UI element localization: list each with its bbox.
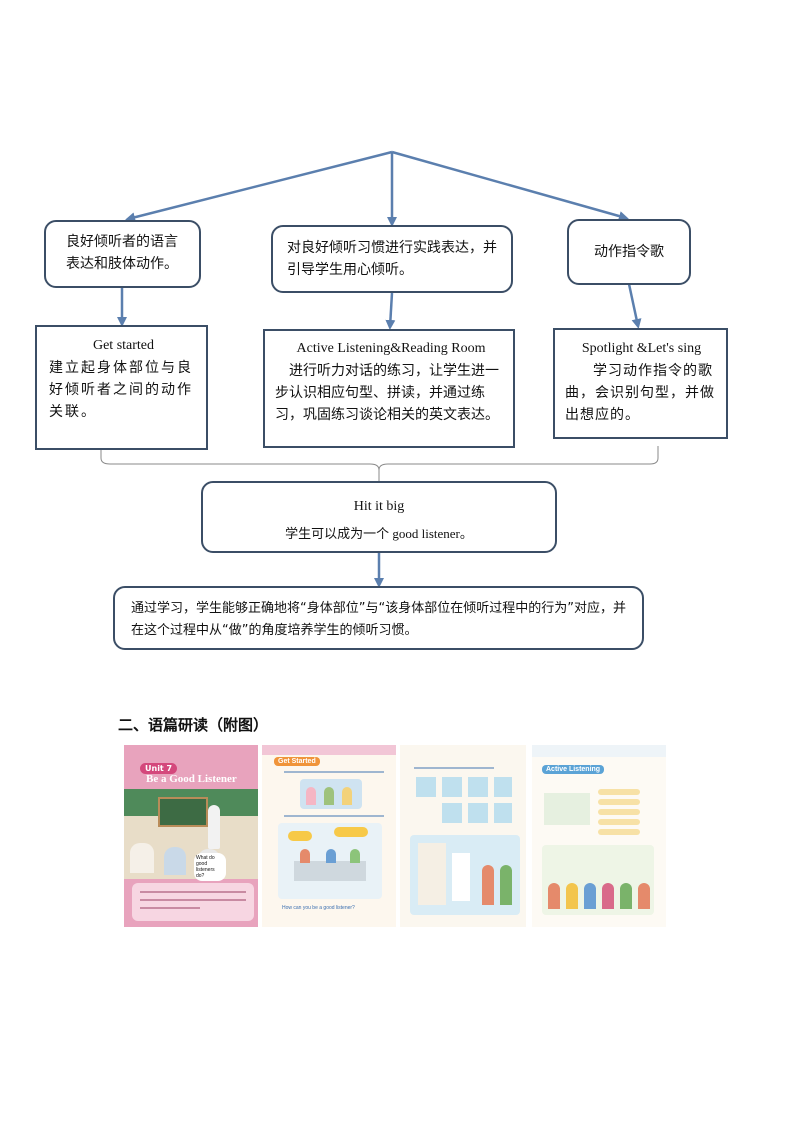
- box-title: Get started: [92, 338, 155, 353]
- box-text: 对良好倾听习惯进行实践表达，并引导学生用心倾听。: [287, 240, 497, 278]
- box-spotlight-sing: Spotlight &Let's sing 学习动作指令的歌曲，会识别句型，并做…: [553, 328, 728, 439]
- box-hit-it-big: Hit it big 学生可以成为一个 good listener。: [201, 481, 557, 553]
- box-action-song: 动作指令歌: [567, 219, 691, 285]
- box-title: Hit it big: [353, 499, 405, 514]
- box-body: 进行听力对话的练习，让学生进一步认识相应句型、拼读，并通过练习，巩固练习谈论相关…: [275, 363, 499, 423]
- box-title: Spotlight &Let's sing: [581, 341, 702, 356]
- classroom-scene: [278, 823, 382, 899]
- active-listening-banner: Active Listening: [542, 765, 605, 774]
- arrow-right-down: [627, 283, 642, 329]
- bracket: [100, 446, 659, 481]
- textbook-page-unit-cover: Unit 7 Be a Good Listener What do good l…: [124, 745, 258, 927]
- unit-badge: Unit 7: [140, 763, 178, 774]
- box-practice-expression: 对良好倾听习惯进行实践表达，并引导学生用心倾听。: [271, 225, 513, 293]
- textbook-page-get-started: Get Started How can you be a good listen…: [262, 745, 396, 927]
- box-text: 动作指令歌: [594, 244, 664, 260]
- box-text: 良好倾听者的语言表达和肢体动作。: [66, 234, 178, 272]
- box-summary: 通过学习，学生能够正确地将“身体部位”与“该身体部位在倾听过程中的行为”对应，并…: [113, 586, 644, 650]
- box-active-listening: Active Listening&Reading Room 进行听力对话的练习，…: [263, 329, 515, 448]
- unit-title: Be a Good Listener: [146, 773, 237, 785]
- box-body: 建立起身体部位与良好倾听者之间的动作关联。: [49, 360, 193, 420]
- get-started-banner: Get Started: [274, 757, 320, 766]
- box-good-listener-behavior: 良好倾听者的语言表达和肢体动作。: [44, 220, 201, 288]
- goals-panel: [132, 883, 254, 921]
- box-title: Active Listening&Reading Room: [296, 341, 486, 356]
- textbook-page-active-listening: Active Listening: [532, 745, 666, 927]
- textbook-page-listening-practice: [400, 745, 526, 927]
- box-body: 学习动作指令的歌曲，会识别句型，并做出想应的。: [565, 363, 715, 423]
- arrow-root-right: [391, 150, 629, 221]
- box-text: 通过学习，学生能够正确地将“身体部位”与“该身体部位在倾听过程中的行为”对应，并…: [131, 601, 626, 638]
- box-get-started: Get started 建立起身体部位与良好倾听者之间的动作关联。: [35, 325, 208, 450]
- question-line: How can you be a good listener?: [282, 905, 355, 911]
- speech-bubble: What do good listeners do?: [194, 853, 226, 881]
- box-body: 学生可以成为一个 good listener。: [285, 526, 473, 541]
- arrow-middle-down: [385, 292, 396, 330]
- arrow-root-left: [125, 150, 393, 223]
- classroom-photo: [124, 789, 258, 879]
- section-heading: 二、语篇研读（附图）: [118, 716, 269, 734]
